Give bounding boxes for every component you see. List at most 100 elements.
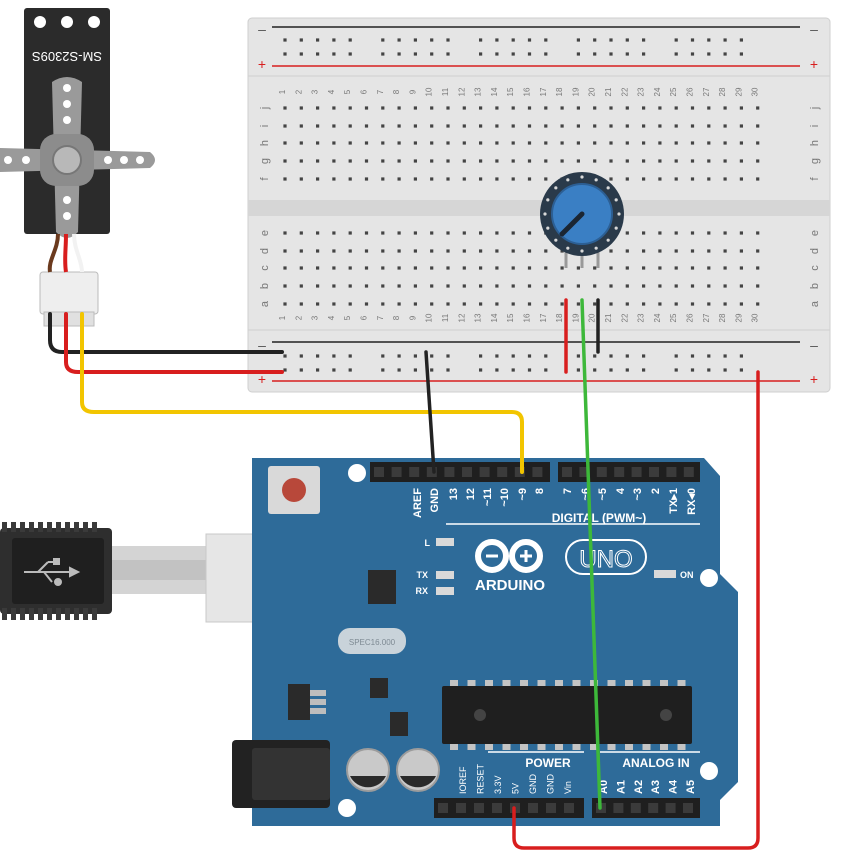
row-letter-label: a xyxy=(809,300,821,307)
header-socket[interactable] xyxy=(596,467,607,477)
pot-tick xyxy=(614,198,618,202)
rail-hole xyxy=(348,368,352,372)
header-socket[interactable] xyxy=(665,803,676,813)
header-socket[interactable] xyxy=(438,803,448,813)
mcu-pin xyxy=(450,680,458,686)
breadboard-hole xyxy=(658,249,662,253)
wire-pot-wiper-to-a0[interactable] xyxy=(580,298,602,810)
header-socket[interactable] xyxy=(579,467,590,477)
mcu-pin xyxy=(625,680,633,686)
grip-ridge xyxy=(83,608,88,620)
header-socket[interactable] xyxy=(564,803,574,813)
breadboard-hole xyxy=(283,266,287,270)
breadboard-hole xyxy=(413,141,417,145)
atmega-dot-right xyxy=(660,709,672,721)
grip-ridge xyxy=(38,522,43,532)
header-socket[interactable] xyxy=(613,803,624,813)
header-socket[interactable] xyxy=(683,803,693,813)
rail-hole xyxy=(576,38,580,42)
mcu-pin xyxy=(502,744,511,750)
header-socket[interactable] xyxy=(614,467,625,477)
breadboard-hole xyxy=(511,106,515,110)
header-socket[interactable] xyxy=(514,467,525,477)
pot-tick xyxy=(594,178,598,182)
header-socket[interactable] xyxy=(462,467,472,477)
potentiometer[interactable] xyxy=(540,172,624,268)
rail-hole xyxy=(527,52,532,56)
breadboard-hole xyxy=(430,177,434,181)
header-socket[interactable] xyxy=(409,467,420,477)
usb-symbol-icon xyxy=(24,558,81,586)
digital-header-right xyxy=(558,462,700,482)
row-letter-label: b xyxy=(809,283,821,289)
breadboard-hole xyxy=(397,124,401,128)
column-number-label: 16 xyxy=(523,313,532,322)
breadboard-hole xyxy=(658,141,662,145)
rail-hole xyxy=(332,368,336,372)
header-socket[interactable] xyxy=(444,467,455,477)
header-socket[interactable] xyxy=(648,803,659,813)
breadboard-hole xyxy=(299,266,303,270)
analog-pin-label: A4 xyxy=(668,779,680,794)
breadboard-hole xyxy=(527,266,532,270)
column-number-label: 6 xyxy=(360,315,369,320)
breadboard-hole xyxy=(609,159,613,163)
breadboard-hole xyxy=(642,159,646,163)
breadboard-hole xyxy=(413,249,417,253)
header-socket[interactable] xyxy=(683,467,694,477)
header-socket[interactable] xyxy=(630,803,641,813)
header-socket[interactable] xyxy=(649,467,659,477)
rail-hole xyxy=(299,354,303,358)
header-socket[interactable] xyxy=(474,803,484,813)
grip-ridge xyxy=(65,608,70,620)
breadboard-hole xyxy=(316,177,320,181)
grip-ridge xyxy=(2,522,7,532)
rail-hole xyxy=(299,38,303,42)
header-socket[interactable] xyxy=(391,467,402,477)
wire-servo-power[interactable] xyxy=(64,312,284,374)
breadboard-hole xyxy=(544,159,548,163)
header-socket[interactable] xyxy=(497,467,508,477)
breadboard-hole xyxy=(674,106,678,110)
header-socket[interactable] xyxy=(456,803,466,813)
rail-hole xyxy=(707,52,711,56)
breadboard-hole xyxy=(723,266,727,270)
header-socket[interactable] xyxy=(492,803,502,813)
breadboard-hole xyxy=(527,106,532,110)
wire-gnd-rail-to-gnd[interactable] xyxy=(424,350,436,474)
grip-ridge xyxy=(74,522,79,532)
column-number-label: 6 xyxy=(360,89,369,94)
row-letter-label: c xyxy=(259,265,271,271)
grip-ridge xyxy=(92,522,97,532)
atmega-dot-left xyxy=(474,709,486,721)
rail-hole xyxy=(723,52,727,56)
reset-button[interactable] xyxy=(282,478,306,502)
small-chip xyxy=(370,678,388,698)
column-number-label: 25 xyxy=(669,87,678,96)
breadboard-hole xyxy=(381,106,385,110)
column-number-label: 4 xyxy=(327,315,336,320)
header-socket[interactable] xyxy=(562,467,572,477)
header-socket[interactable] xyxy=(479,467,490,477)
rail-hole xyxy=(316,354,320,358)
header-socket[interactable] xyxy=(532,467,543,477)
header-socket[interactable] xyxy=(374,467,384,477)
wire-5v-to-plus-rail[interactable] xyxy=(512,370,760,850)
breadboard-hole xyxy=(446,231,450,235)
breadboard-hole xyxy=(381,124,385,128)
breadboard-hole xyxy=(462,106,466,110)
header-socket[interactable] xyxy=(546,803,556,813)
header-socket[interactable] xyxy=(528,803,538,813)
breadboard-hole xyxy=(593,266,597,270)
header-socket[interactable] xyxy=(666,467,677,477)
wire-servo-ground[interactable] xyxy=(48,312,284,354)
rail-hole xyxy=(495,368,499,372)
rail-hole xyxy=(430,354,434,358)
header-socket[interactable] xyxy=(631,467,642,477)
header-socket[interactable] xyxy=(426,467,437,477)
wire-servo-signal-pin9[interactable] xyxy=(80,312,524,474)
rail-hole xyxy=(413,38,417,42)
grip-ridge xyxy=(2,608,7,620)
